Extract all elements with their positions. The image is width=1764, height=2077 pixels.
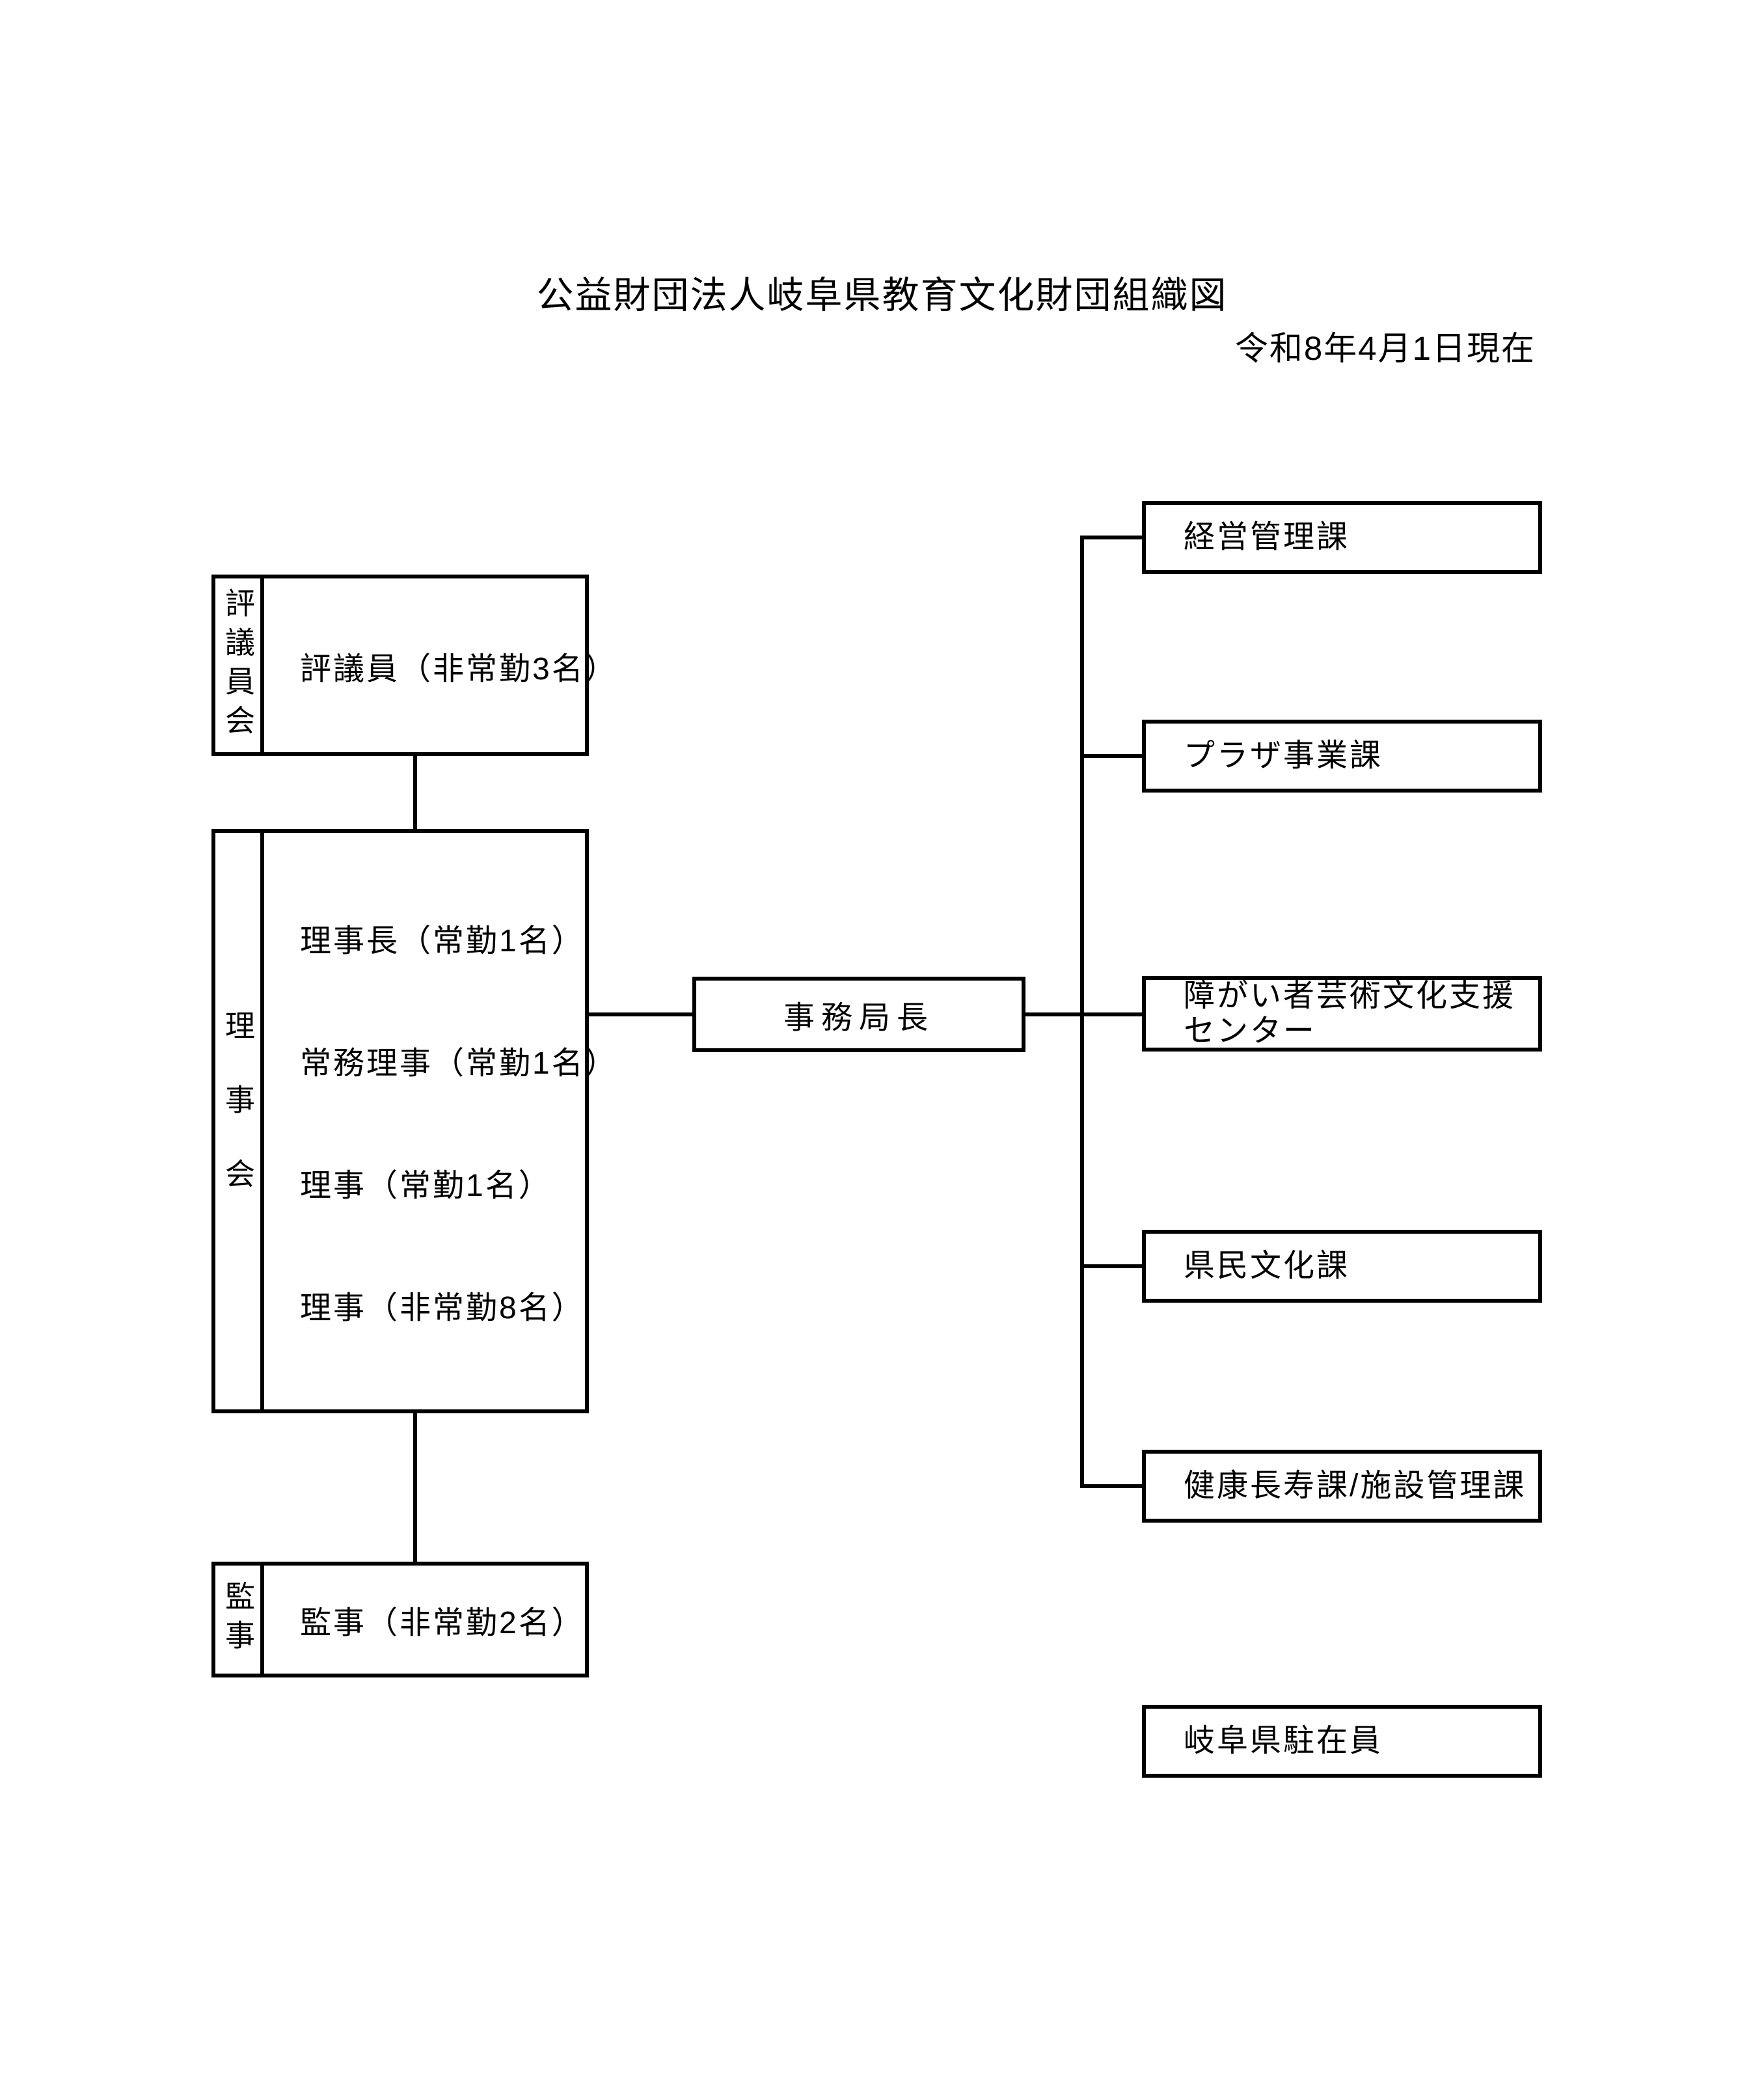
auditors-box: 監事 監事（非常勤2名）: [211, 1562, 589, 1677]
board-body: 理事長（常勤1名） 常務理事（常勤1名） 理事（常勤1名） 理事（非常勤8名）: [264, 833, 618, 1409]
board-member: 理事（非常勤8名）: [300, 1291, 585, 1325]
auditors-label: 監事: [221, 1581, 255, 1659]
connector-trunk: [1080, 536, 1084, 1488]
board-label-column: 理事会: [215, 833, 264, 1409]
secretary-general-box: 事務局長: [692, 977, 1025, 1052]
council-body: 評議員（非常勤3名）: [264, 578, 618, 752]
auditors-label-column: 監事: [215, 1566, 264, 1674]
board-box: 理事会 理事長（常勤1名） 常務理事（常勤1名） 理事（常勤1名） 理事（非常勤…: [211, 829, 616, 1413]
dept-health-facility-label: 健康長寿課/施設管理課: [1184, 1469, 1527, 1503]
connector-trunk-to-prefectural-culture: [1080, 1264, 1142, 1268]
council-member: 評議員（非常勤3名）: [300, 651, 618, 686]
as-of-date: 令和8年4月1日現在: [1234, 330, 1536, 367]
connector-trunk-to-management: [1080, 536, 1142, 539]
connector-board-to-auditors: [413, 1413, 417, 1562]
council-box: 評議員会 評議員（非常勤3名）: [211, 575, 616, 756]
dept-plaza-label: プラザ事業課: [1184, 739, 1383, 773]
dept-prefectural-culture-box: 県民文化課: [1142, 1230, 1542, 1303]
connector-board-to-secretary: [589, 1012, 692, 1016]
board-member: 理事長（常勤1名）: [300, 924, 585, 958]
secretary-general-label: 事務局長: [783, 1001, 934, 1035]
page-title: 公益財団法人岐阜県教育文化財団組織図: [536, 275, 1228, 316]
board-member: 常務理事（常勤1名）: [300, 1046, 618, 1081]
dept-arts-support-center-box: 障がい者芸術文化支援 センター: [1142, 976, 1542, 1052]
dept-management-label: 経営管理課: [1184, 520, 1350, 554]
connector-trunk-to-health-facility: [1080, 1484, 1142, 1488]
dept-arts-support-center-label-line2: センター: [1184, 1014, 1317, 1048]
council-label: 評議員会: [221, 587, 255, 744]
connector-council-to-board: [413, 756, 417, 829]
gifu-resident-box: 岐阜県駐在員: [1142, 1705, 1542, 1778]
council-label-column: 評議員会: [215, 578, 264, 752]
gifu-resident-label: 岐阜県駐在員: [1184, 1724, 1383, 1758]
auditors-body: 監事（非常勤2名）: [264, 1566, 585, 1674]
board-member: 理事（常勤1名）: [300, 1169, 552, 1203]
dept-health-facility-box: 健康長寿課/施設管理課: [1142, 1450, 1542, 1523]
auditors-member: 監事（非常勤2名）: [300, 1606, 585, 1640]
dept-management-box: 経営管理課: [1142, 501, 1542, 574]
dept-arts-support-center-label-line1: 障がい者芸術文化支援: [1184, 979, 1516, 1013]
connector-trunk-to-plaza: [1080, 754, 1142, 758]
dept-prefectural-culture-label: 県民文化課: [1184, 1249, 1350, 1283]
board-label: 理事会: [221, 1010, 255, 1232]
dept-plaza-box: プラザ事業課: [1142, 720, 1542, 793]
